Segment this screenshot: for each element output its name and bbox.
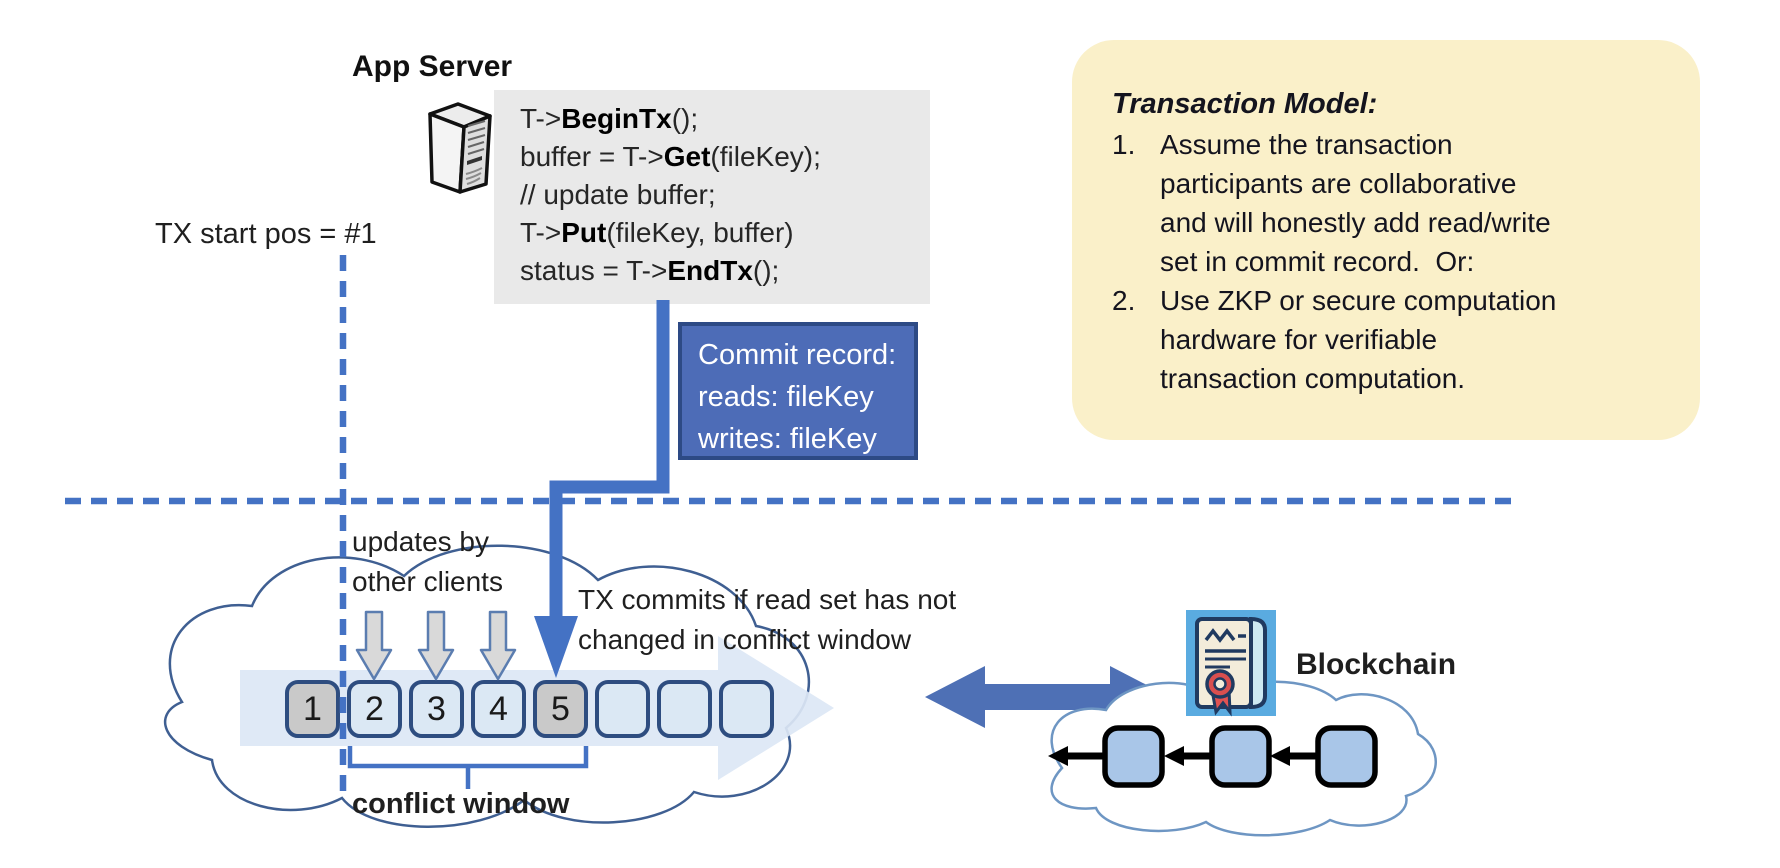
tx-commit-condition-note: TX commits if read set has not changed i… [578,584,957,655]
commit-record-box: Commit record: reads: fileKey writes: fi… [678,322,918,460]
sync-double-arrow [925,666,1170,728]
transaction-model-item: 2. Use ZKP or secure computation hardwar… [1112,281,1700,398]
server-tower-icon [428,102,492,194]
scroll-certificate-icon [1186,610,1276,717]
app-server-title: App Server [352,50,513,83]
transaction-code-block: T->BeginTx(); buffer = T->Get(fileKey); … [494,90,930,304]
transaction-model-item: 1. Assume the transaction participants a… [1112,125,1700,281]
timeline-slot-4: 4 [471,680,526,738]
chain-block [1209,725,1272,788]
timeline-slot-1: 1 [285,680,340,738]
blockchain-label: Blockchain [1296,648,1457,681]
transaction-model-note: Transaction Model: 1. Assume the transac… [1072,40,1700,440]
chain-block [1102,725,1165,788]
code-line: // update buffer; [520,179,716,210]
conflict-window-label: conflict window [352,788,570,820]
commit-record-title: Commit record: [698,339,897,371]
commit-record-reads: reads: fileKey [698,381,874,413]
item-number: 1. [1112,129,1136,160]
code-line: status = T->EndTx(); [520,255,780,286]
code-line: T->BeginTx(); [520,103,699,134]
transaction-model-title: Transaction Model: [1112,88,1378,120]
item-number: 2. [1112,285,1136,316]
code-line: buffer = T->Get(fileKey); [520,141,821,172]
timeline-slot-8 [719,680,774,738]
item-text: Use ZKP or secure computation hardware f… [1160,285,1557,394]
timeline-slot-6 [595,680,650,738]
code-line: T->Put(fileKey, buffer) [520,217,794,248]
block-chain [1048,725,1378,788]
timeline-slot-3: 3 [409,680,464,738]
timeline-slot-7 [657,680,712,738]
timeline-slot-5: 5 [533,680,588,738]
item-text: Assume the transaction participants are … [1160,129,1551,277]
updates-by-other-clients-label: updates by other clients [352,526,503,597]
chain-block [1315,725,1378,788]
commit-record-writes: writes: fileKey [698,423,877,455]
timeline-slot-2: 2 [347,680,402,738]
tx-start-pos-label: TX start pos = #1 [155,218,377,250]
